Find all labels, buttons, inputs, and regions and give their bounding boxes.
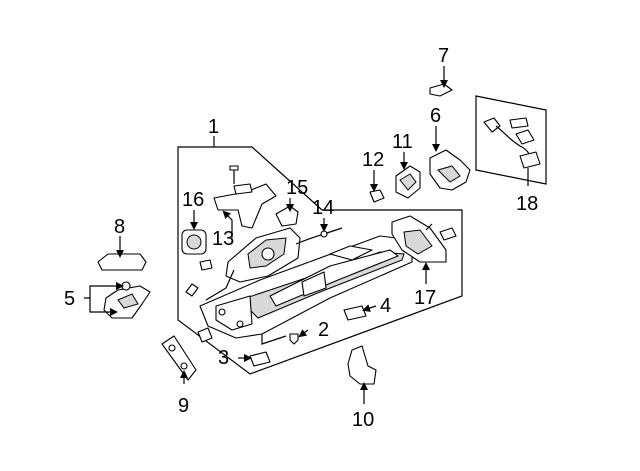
clip-4 — [343, 305, 367, 321]
callout-1: 1 — [208, 116, 219, 138]
callout-10: 10 — [352, 409, 374, 431]
console-frame — [199, 235, 413, 345]
callout-2: 2 — [318, 319, 329, 341]
bracket-10 — [347, 345, 377, 385]
assembly-1-boundary — [177, 146, 463, 375]
callout-8: 8 — [114, 216, 125, 238]
callout-15: 15 — [286, 177, 308, 199]
callout-16: 16 — [182, 189, 204, 211]
callout-9: 9 — [178, 395, 189, 417]
callout-7: 7 — [438, 45, 449, 67]
bushing-16 — [181, 229, 207, 255]
part-15 — [275, 205, 299, 227]
clip-12 — [369, 189, 385, 203]
callout-5: 5 — [64, 288, 75, 310]
cover-11 — [395, 165, 421, 199]
callout-12: 12 — [362, 149, 384, 171]
bracket-8 — [97, 253, 147, 271]
callout-4: 4 — [380, 295, 391, 317]
assembly-18-boundary — [475, 95, 547, 185]
callout-17: 17 — [414, 287, 436, 309]
clip-7 — [429, 83, 453, 97]
callout-13: 13 — [212, 228, 234, 250]
leader-lines — [84, 66, 529, 404]
clip-3 — [249, 351, 271, 367]
callouts: 1 2 3 4 5 6 7 8 9 10 11 12 13 14 15 16 1… — [64, 45, 538, 431]
upper-bracket — [213, 165, 277, 229]
cable-14 — [295, 227, 343, 245]
bracket-6 — [429, 149, 471, 191]
arm-9 — [161, 335, 197, 381]
callout-11: 11 — [392, 131, 413, 153]
side-bracket-17 — [391, 215, 457, 263]
screw-2 — [289, 333, 299, 345]
callout-14: 14 — [312, 197, 334, 219]
callout-18: 18 — [516, 193, 538, 215]
callout-6: 6 — [430, 105, 441, 127]
shifter-bracket — [205, 227, 301, 301]
callout-3: 3 — [218, 347, 229, 369]
harness-18 — [483, 117, 541, 169]
